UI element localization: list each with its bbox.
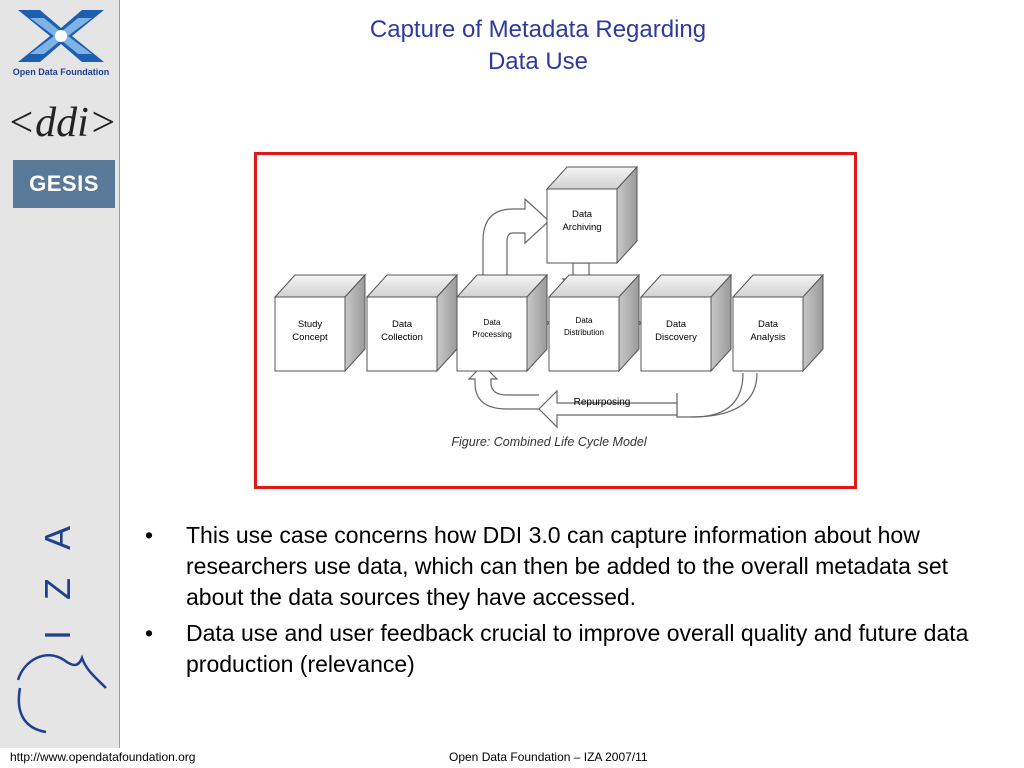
box-study-concept: Study Concept: [273, 273, 367, 373]
figure-frame: Study Concept Data Collection Data Proce…: [254, 152, 857, 489]
label-data: Data: [572, 209, 593, 220]
gesis-logo: GESIS: [13, 160, 115, 208]
iza-logo-text: I Z A: [37, 516, 78, 640]
iza-logo: I Z A: [6, 510, 116, 740]
odf-logo-caption: Open Data Foundation: [12, 67, 110, 77]
label-data: Data: [758, 319, 779, 330]
box-data-archiving: Data Archiving: [545, 165, 639, 265]
label-archiving: Archiving: [562, 222, 601, 233]
label-discovery: Discovery: [655, 332, 697, 343]
ddi-logo-text: <ddi>: [8, 100, 116, 146]
bullet-item-2: • Data use and user feedback crucial to …: [145, 618, 975, 680]
box-data-distribution: Data Distribution: [547, 273, 641, 373]
ddi-logo: <ddi>: [7, 96, 117, 148]
bullet-marker: •: [145, 522, 154, 548]
box-data-discovery: Data Discovery: [639, 273, 733, 373]
label-concept: Concept: [292, 332, 328, 343]
sidebar: Open Data Foundation <ddi> GESIS I Z A: [0, 0, 120, 748]
box-data-collection: Data Collection: [365, 273, 459, 373]
footer-text: Open Data Foundation – IZA 2007/11: [449, 750, 648, 764]
slide-title: Capture of Metadata Regarding Data Use: [260, 14, 816, 78]
label-data: Data: [666, 319, 687, 330]
bullet-item-1: • This use case concerns how DDI 3.0 can…: [145, 520, 975, 613]
repurposing-to-processing-arrow: [467, 364, 539, 410]
bullet-text-1: This use case concerns how DDI 3.0 can c…: [186, 522, 949, 610]
life-cycle-diagram: Study Concept Data Collection Data Proce…: [273, 165, 825, 449]
box-data-processing: Data Processing: [455, 273, 549, 373]
label-collection: Collection: [381, 332, 423, 343]
profile-line-icon: [16, 654, 107, 734]
footer-url[interactable]: http://www.opendatafoundation.org: [10, 750, 196, 764]
label-processing: Processing: [472, 330, 512, 339]
title-line-1: Capture of Metadata Regarding: [369, 16, 707, 43]
figure-caption: Figure: Combined Life Cycle Model: [451, 435, 647, 449]
label-analysis: Analysis: [750, 332, 786, 343]
snowflake-logo-icon: [18, 10, 104, 62]
box-data-analysis: Data Analysis: [731, 273, 825, 373]
gesis-logo-text: GESIS: [29, 171, 99, 196]
repurposing-arrow: [538, 389, 678, 429]
repurposing-label: Repurposing: [574, 397, 631, 408]
bullet-list: • This use case concerns how DDI 3.0 can…: [145, 520, 975, 685]
label-data: Data: [484, 318, 501, 327]
label-study: Study: [298, 319, 323, 330]
label-data: Data: [576, 316, 593, 325]
title-line-2: Data Use: [487, 48, 589, 75]
bullet-text-2: Data use and user feedback crucial to im…: [186, 620, 969, 677]
label-distribution: Distribution: [564, 328, 604, 337]
open-data-foundation-logo: Open Data Foundation: [10, 4, 112, 82]
bullet-marker: •: [145, 620, 154, 646]
label-data: Data: [392, 319, 413, 330]
